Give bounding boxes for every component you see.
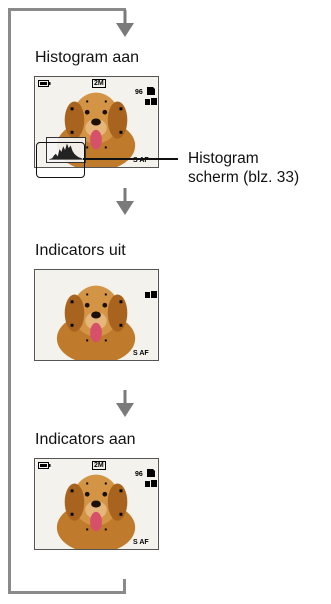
scene-mode-icon (145, 291, 157, 298)
histogram-callout-ring (36, 142, 85, 178)
image-size-indicator: 2M (92, 79, 106, 88)
scene-mode-icon (145, 480, 157, 487)
histogram-graph (46, 137, 86, 163)
image-size-indicator: 2M (92, 461, 106, 470)
down-arrow-icon (116, 10, 134, 37)
flow-line-bottom-stub (123, 579, 126, 594)
battery-icon (38, 462, 51, 469)
camera-screen: 2M 96 S AF (34, 458, 159, 550)
dog-photo (35, 459, 158, 549)
flow-line-bottom (8, 591, 126, 594)
step-caption: Histogram aan (35, 49, 140, 66)
down-arrow-icon (116, 390, 134, 417)
focus-mode-indicator: S AF (133, 539, 149, 546)
memory-card-icon (147, 87, 155, 95)
memory-card-icon (147, 469, 155, 477)
flow-line-left (8, 8, 11, 594)
dog-photo (35, 270, 158, 360)
shot-count: 96 (135, 89, 143, 96)
scene-mode-icon (145, 98, 157, 105)
down-arrow-icon (116, 188, 134, 215)
camera-screen: S AF (34, 269, 159, 361)
step-caption: Indicators aan (35, 431, 136, 448)
flow-line-top (8, 8, 126, 11)
af-frame-icon (70, 100, 123, 149)
callout-label-line1: Histogram (188, 150, 259, 167)
callout-leader-line (83, 158, 178, 160)
callout-label-line2: scherm (blz. 33) (188, 169, 300, 186)
battery-icon (38, 80, 51, 87)
focus-mode-indicator: S AF (133, 157, 149, 164)
camera-screen: 2M 96 S AF (34, 76, 159, 168)
focus-mode-indicator: S AF (133, 350, 149, 357)
step-caption: Indicators uit (35, 242, 126, 259)
shot-count: 96 (135, 471, 143, 478)
